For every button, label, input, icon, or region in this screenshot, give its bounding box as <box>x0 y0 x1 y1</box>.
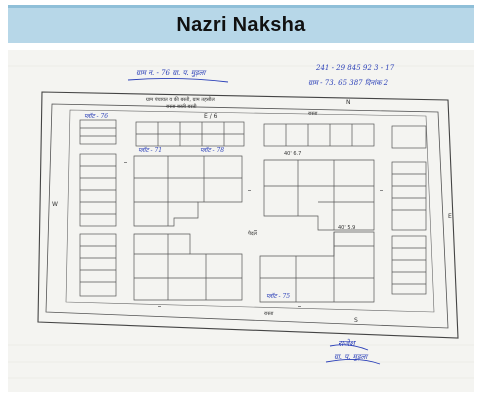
handwritten-marks <box>127 77 381 365</box>
compass-east: E <box>448 213 452 220</box>
page-title: Nazri Naksha <box>176 14 306 36</box>
plots-left-column <box>79 153 117 297</box>
plots-middle-right-block <box>263 159 375 231</box>
ruled-lines <box>8 65 474 379</box>
title-bar: Nazri Naksha <box>8 5 474 43</box>
compass-west: W <box>52 201 58 208</box>
handwritten-note-right-1: 241 - 29 845 92 3 - 17 <box>316 64 395 72</box>
handwritten-note-right-2: ग्राम - 73. 65 387 दिनांक 2 <box>308 79 389 87</box>
plots-bottom-left-block <box>133 233 243 301</box>
centre-mark: पैदल <box>248 231 257 237</box>
plot-label-a: 40' 6.7 <box>284 151 302 157</box>
compass-north: N <box>346 99 351 106</box>
road-label-north: रास्ता <box>308 111 318 117</box>
block-label: E / 6 <box>204 113 218 120</box>
handwritten-header-note: ग्राम न. - 76 ग्रा. प. मुड़ला <box>136 69 206 77</box>
dimension-ticks <box>124 162 383 307</box>
plot-label-b: 40' 5.9 <box>338 225 356 231</box>
signature-line-1: राजेश <box>338 339 355 348</box>
signature-line-2: ग्रा. प. मुड़ला <box>334 353 368 361</box>
inner-boundary <box>45 103 449 329</box>
outer-boundary <box>37 91 459 339</box>
plots-right-column <box>391 161 427 295</box>
plots-bottom-right-block <box>259 231 375 303</box>
road-label-south: रास्ता <box>264 311 274 317</box>
compass-south: S <box>354 317 358 324</box>
plots-middle-left-block <box>133 155 243 227</box>
scanned-map-document: ग्राम न. - 76 ग्रा. प. मुड़ला 241 - 29 8… <box>8 50 474 392</box>
handwritten-plot-4: प्लॉट - 75 <box>266 293 291 300</box>
handwritten-plot-1: प्लॉट - 76 <box>84 113 109 120</box>
plots-top-left <box>79 119 117 145</box>
printed-heading-1: ग्राम पंचायत व की बस्ती, ग्राम तहसील <box>146 97 215 103</box>
map-drawing <box>8 65 474 379</box>
handwritten-plot-2: प्लॉट - 71 <box>138 147 163 154</box>
printed-heading-2: रास्ता बस्ती बस्ती <box>166 104 197 110</box>
handwritten-plot-3: प्लॉट - 78 <box>200 147 225 154</box>
plots-top-row <box>135 121 427 149</box>
road-edge <box>65 109 435 313</box>
